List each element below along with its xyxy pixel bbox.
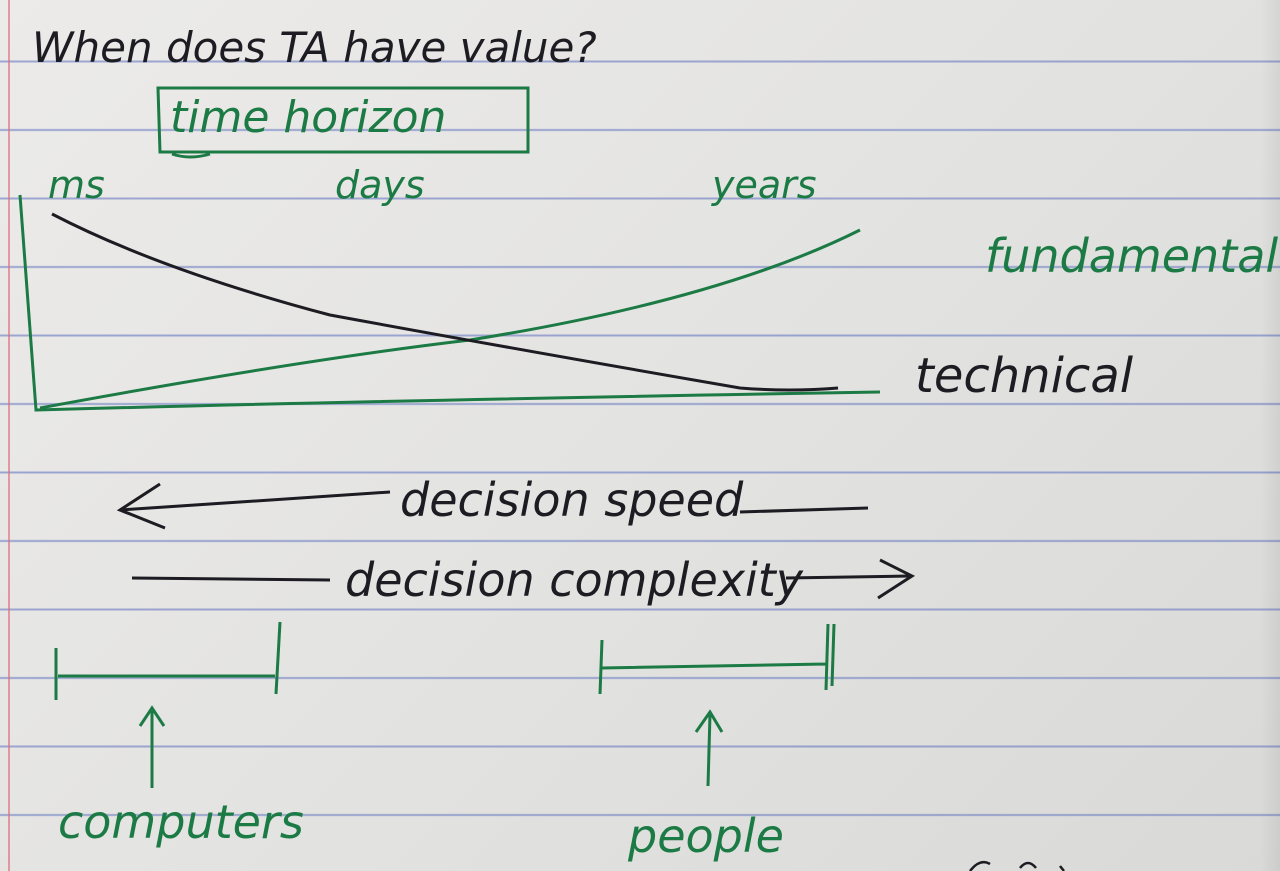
decision-speed-label: decision speed	[400, 473, 744, 527]
people-range-bar	[598, 623, 836, 695]
computers-label: computers	[58, 795, 304, 849]
red-margin-line	[8, 0, 10, 871]
decision-speed-arrow-left	[119, 490, 391, 512]
box-underline-stroke	[171, 152, 211, 159]
fundamental-label: fundamental	[985, 229, 1278, 283]
chart-axes	[18, 194, 881, 412]
partial-ink-strokes	[969, 860, 1065, 871]
decision-complexity-label: decision complexity	[345, 553, 804, 607]
decision-speed-arrowhead	[116, 482, 166, 530]
decision-complexity-arrow-left-segment	[131, 576, 331, 582]
decision-speed-arrow-right-segment	[739, 506, 869, 514]
decision-complexity-arrowhead	[877, 558, 916, 600]
people-up-arrow	[694, 709, 724, 787]
axis-tick-days: days	[335, 163, 425, 207]
time-horizon-box	[156, 86, 530, 154]
axis-tick-years: years	[711, 163, 817, 207]
computers-up-arrow	[138, 705, 166, 788]
axis-tick-ms: ms	[48, 163, 105, 207]
technical-label: technical	[915, 348, 1134, 404]
technical-curve	[51, 212, 839, 392]
decision-complexity-arrow-right	[785, 574, 911, 580]
computers-range-bar	[54, 621, 282, 700]
page-title: When does TA have value?	[32, 23, 597, 72]
people-label: people	[627, 809, 784, 863]
time-horizon-label: time horizon	[170, 92, 446, 143]
fundamental-curve	[39, 228, 861, 410]
